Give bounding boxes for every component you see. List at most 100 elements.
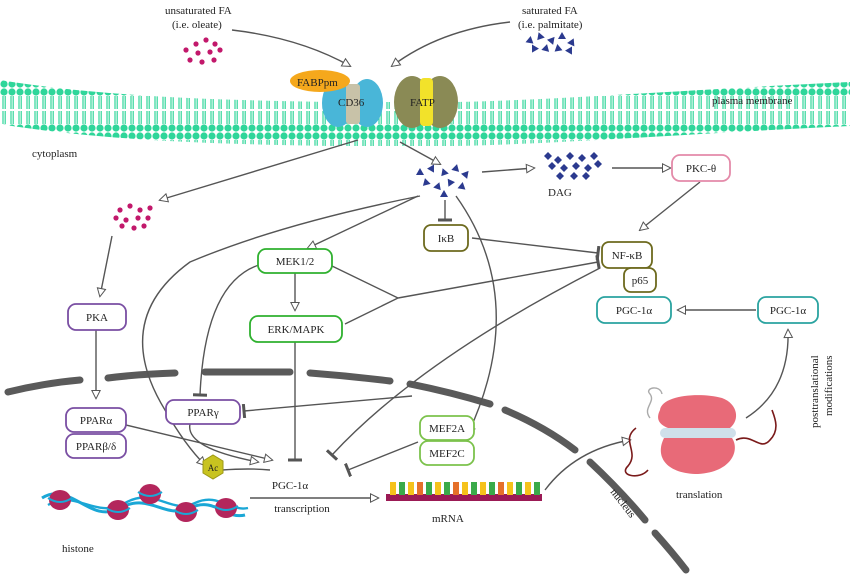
fa-molecule-triangle	[547, 36, 555, 45]
fatp-label: FATP	[410, 97, 435, 109]
histone-core	[49, 490, 71, 510]
arrow-pkc-to-nfkb	[640, 181, 701, 230]
acetyl-label: Ac	[208, 463, 219, 473]
fa-molecule-triangle	[567, 38, 575, 47]
arrow-membrane-to-sat	[399, 141, 440, 164]
arrow-sat-to-ac	[141, 195, 421, 465]
arrow-sat-to-mek	[308, 195, 419, 248]
fa-molecule-dot	[147, 205, 153, 211]
arrow-translation-to-pgc	[745, 330, 788, 419]
line-ac-to-pgc	[221, 468, 271, 471]
dna-wrap	[137, 491, 163, 497]
saturated-fa-triangles-top	[525, 32, 575, 55]
fa-molecule-triangle	[441, 168, 449, 177]
mrna-codon	[525, 482, 531, 495]
dag-molecule-diamond	[590, 152, 598, 160]
nfkb-text: NF-κB	[612, 250, 643, 262]
cd36-label: CD36	[338, 97, 365, 109]
mrna-codon	[390, 482, 396, 495]
arrow-unsat-to-pka	[100, 235, 113, 296]
pgc1a-transcription-label-2: transcription	[274, 503, 330, 515]
fa-molecule-dot	[193, 41, 199, 47]
dna-wrap	[105, 507, 131, 513]
dag-molecule-diamond	[556, 172, 564, 180]
dag-molecule-diamond	[544, 152, 552, 160]
fa-molecule-dot	[203, 37, 209, 43]
p65-text: p65	[632, 275, 649, 287]
fa-molecule-dot	[145, 215, 151, 221]
dag-molecule-diamond	[584, 164, 592, 172]
mrna-codon	[534, 482, 540, 495]
dag-molecule-diamond	[560, 164, 568, 172]
fa-molecule-triangle	[537, 32, 545, 41]
arrow-mrna-to-translation	[544, 440, 630, 491]
fa-molecule-dot	[131, 225, 137, 231]
mrna-codon	[399, 482, 405, 495]
plasma-membrane-label: plasma membrane	[712, 95, 792, 107]
dag-molecule-diamond	[594, 160, 602, 168]
fa-molecule-triangle	[541, 44, 550, 52]
dag-molecule-diamond	[572, 162, 580, 170]
mrna-codon	[471, 482, 477, 495]
fa-molecule-triangle	[416, 168, 424, 175]
fa-molecule-triangle	[422, 178, 431, 186]
inhibit-nfkb-to-pgc	[325, 267, 601, 461]
nuclear-envelope	[4, 368, 690, 574]
mrna-strand	[386, 482, 542, 501]
dna-wrap	[213, 505, 239, 511]
dag-diamonds	[544, 152, 602, 180]
erk-mapk-text: ERK/MAPK	[268, 324, 325, 336]
ppar-beta-delta-text: PPARβ/δ	[76, 441, 116, 453]
dag-molecule-diamond	[548, 162, 556, 170]
fabppm-label: FABPpm	[297, 77, 338, 89]
acetyl-group: Ac	[202, 454, 224, 480]
mrna-codon	[498, 482, 504, 495]
fa-molecule-dot	[207, 49, 213, 55]
arrow-sat-to-mef2	[455, 195, 497, 434]
fa-molecule-dot	[119, 223, 125, 229]
mrna-codon	[435, 482, 441, 495]
fa-molecule-dot	[212, 41, 218, 47]
saturated-fa-triangles-cytoplasm	[416, 164, 469, 197]
translation-label: translation	[676, 489, 723, 501]
fa-molecule-dot	[113, 215, 119, 221]
arrow-sat-to-dag	[481, 168, 534, 172]
inhibit-to-pparg	[241, 395, 413, 419]
mrna-codon	[489, 482, 495, 495]
line-pparg-to-pgc	[189, 423, 258, 462]
mef2a-text: MEF2A	[429, 423, 465, 435]
ppar-gamma-box: PPARγ	[165, 399, 241, 425]
mrna-codon	[453, 482, 459, 495]
dna-wrap	[173, 509, 199, 515]
mef2a-box: MEF2A	[419, 415, 475, 441]
dna-wrap	[47, 497, 73, 503]
fa-molecule-triangle	[451, 164, 460, 172]
p65-box: p65	[623, 267, 657, 293]
mrna-codon	[507, 482, 513, 495]
unsaturated-fa-label: unsaturated FA	[165, 5, 232, 17]
pkc-theta-box: PKC-θ	[671, 154, 731, 182]
fa-molecule-dot	[199, 59, 205, 65]
fa-molecule-dot	[195, 50, 201, 56]
unsaturated-fa-example: (i.e. oleate)	[172, 19, 222, 31]
pka-box: PKA	[67, 303, 127, 331]
mrna-codon	[408, 482, 414, 495]
histone-label: histone	[62, 543, 94, 555]
fa-molecule-triangle	[447, 178, 455, 187]
ppar-alpha-box: PPARα	[65, 407, 127, 433]
mek12-text: MEK1/2	[276, 256, 315, 268]
mrna-codon	[417, 482, 423, 495]
pkc-theta-text: PKC-θ	[686, 163, 716, 175]
mrna-codon	[480, 482, 486, 495]
fa-molecule-triangle	[525, 36, 534, 44]
dag-label: DAG	[548, 187, 572, 199]
fa-molecule-dot	[211, 57, 217, 63]
dag-molecule-diamond	[582, 172, 590, 180]
pgc1a-box-translated: PGC-1α	[757, 296, 819, 324]
mef2c-text: MEF2C	[429, 448, 464, 460]
dag-molecule-diamond	[566, 152, 574, 160]
nfkb-box: NF-κB	[601, 241, 653, 269]
fa-molecule-dot	[135, 215, 141, 221]
mrna-codon	[444, 482, 450, 495]
